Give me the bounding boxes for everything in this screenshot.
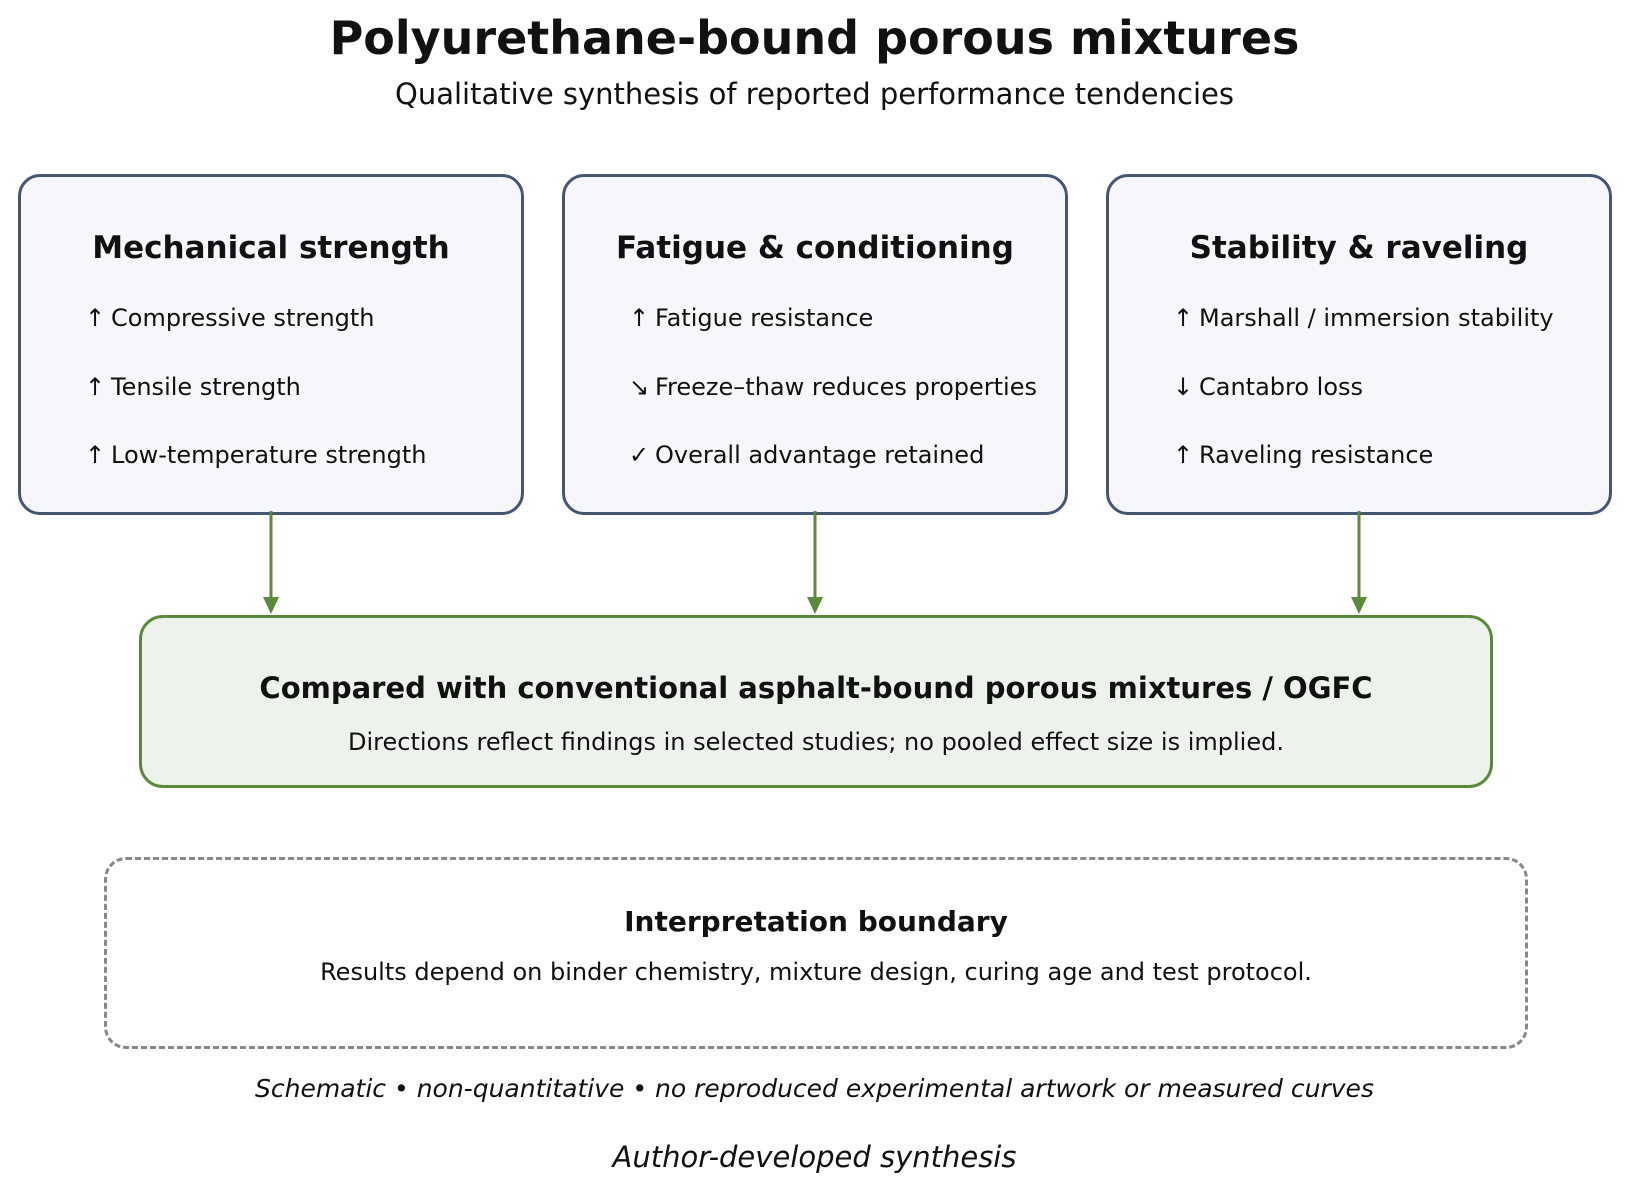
down-arrow-icon: ↓ [1173, 373, 1194, 401]
card-item: ↑Tensile strength [85, 372, 301, 402]
card-item-label: Overall advantage retained [655, 441, 985, 469]
up-arrow-icon: ↑ [85, 304, 106, 332]
card-item: ↑Fatigue resistance [629, 303, 873, 333]
card-item: ↑Low-temperature strength [85, 440, 427, 470]
card-stability-raveling: Stability & raveling ↑Marshall / immersi… [1106, 174, 1612, 515]
up-arrow-icon: ↑ [1173, 441, 1194, 469]
card-item-label: Fatigue resistance [655, 304, 874, 332]
comparison-title: Compared with conventional asphalt-bound… [259, 671, 1373, 705]
credit-line: Author-developed synthesis [612, 1140, 1017, 1174]
card-item-label: Low-temperature strength [111, 441, 427, 469]
comparison-note: Directions reflect findings in selected … [348, 728, 1284, 756]
card-fatigue-conditioning: Fatigue & conditioning ↑Fatigue resistan… [562, 174, 1068, 515]
card-item-label: Marshall / immersion stability [1199, 304, 1554, 332]
check-icon: ✓ [629, 441, 650, 469]
card-title: Mechanical strength [92, 230, 450, 266]
interpretation-boundary-box: Interpretation boundary Results depend o… [104, 857, 1528, 1049]
card-item: ✓Overall advantage retained [629, 440, 984, 470]
card-item: ↑Raveling resistance [1173, 440, 1433, 470]
up-arrow-icon: ↑ [1173, 304, 1194, 332]
footnote: Schematic • non-quantitative • no reprod… [255, 1074, 1374, 1103]
card-item-label: Raveling resistance [1199, 441, 1434, 469]
down-right-arrow-icon: ↘ [629, 373, 650, 401]
card-item: ↘Freeze–thaw reduces properties [629, 372, 1037, 402]
card-item: ↓Cantabro loss [1173, 372, 1363, 402]
boundary-title: Interpretation boundary [624, 905, 1008, 938]
card-item-label: Cantabro loss [1199, 373, 1364, 401]
card-mechanical-strength: Mechanical strength ↑Compressive strengt… [18, 174, 524, 515]
card-item: ↑Marshall / immersion stability [1173, 303, 1554, 333]
card-title: Fatigue & conditioning [616, 230, 1014, 266]
up-arrow-icon: ↑ [85, 441, 106, 469]
card-item-label: Freeze–thaw reduces properties [655, 373, 1037, 401]
card-item-label: Tensile strength [111, 373, 301, 401]
comparison-box: Compared with conventional asphalt-bound… [139, 615, 1493, 788]
card-item: ↑Compressive strength [85, 303, 375, 333]
card-item-label: Compressive strength [111, 304, 375, 332]
up-arrow-icon: ↑ [629, 304, 650, 332]
card-title: Stability & raveling [1189, 230, 1529, 266]
arrowhead-icon [263, 597, 279, 614]
diagram-subtitle: Qualitative synthesis of reported perfor… [395, 77, 1234, 111]
arrowhead-icon [1351, 597, 1367, 614]
up-arrow-icon: ↑ [85, 373, 106, 401]
boundary-note: Results depend on binder chemistry, mixt… [320, 958, 1312, 986]
diagram-title: Polyurethane-bound porous mixtures [329, 11, 1300, 65]
arrowhead-icon [807, 597, 823, 614]
